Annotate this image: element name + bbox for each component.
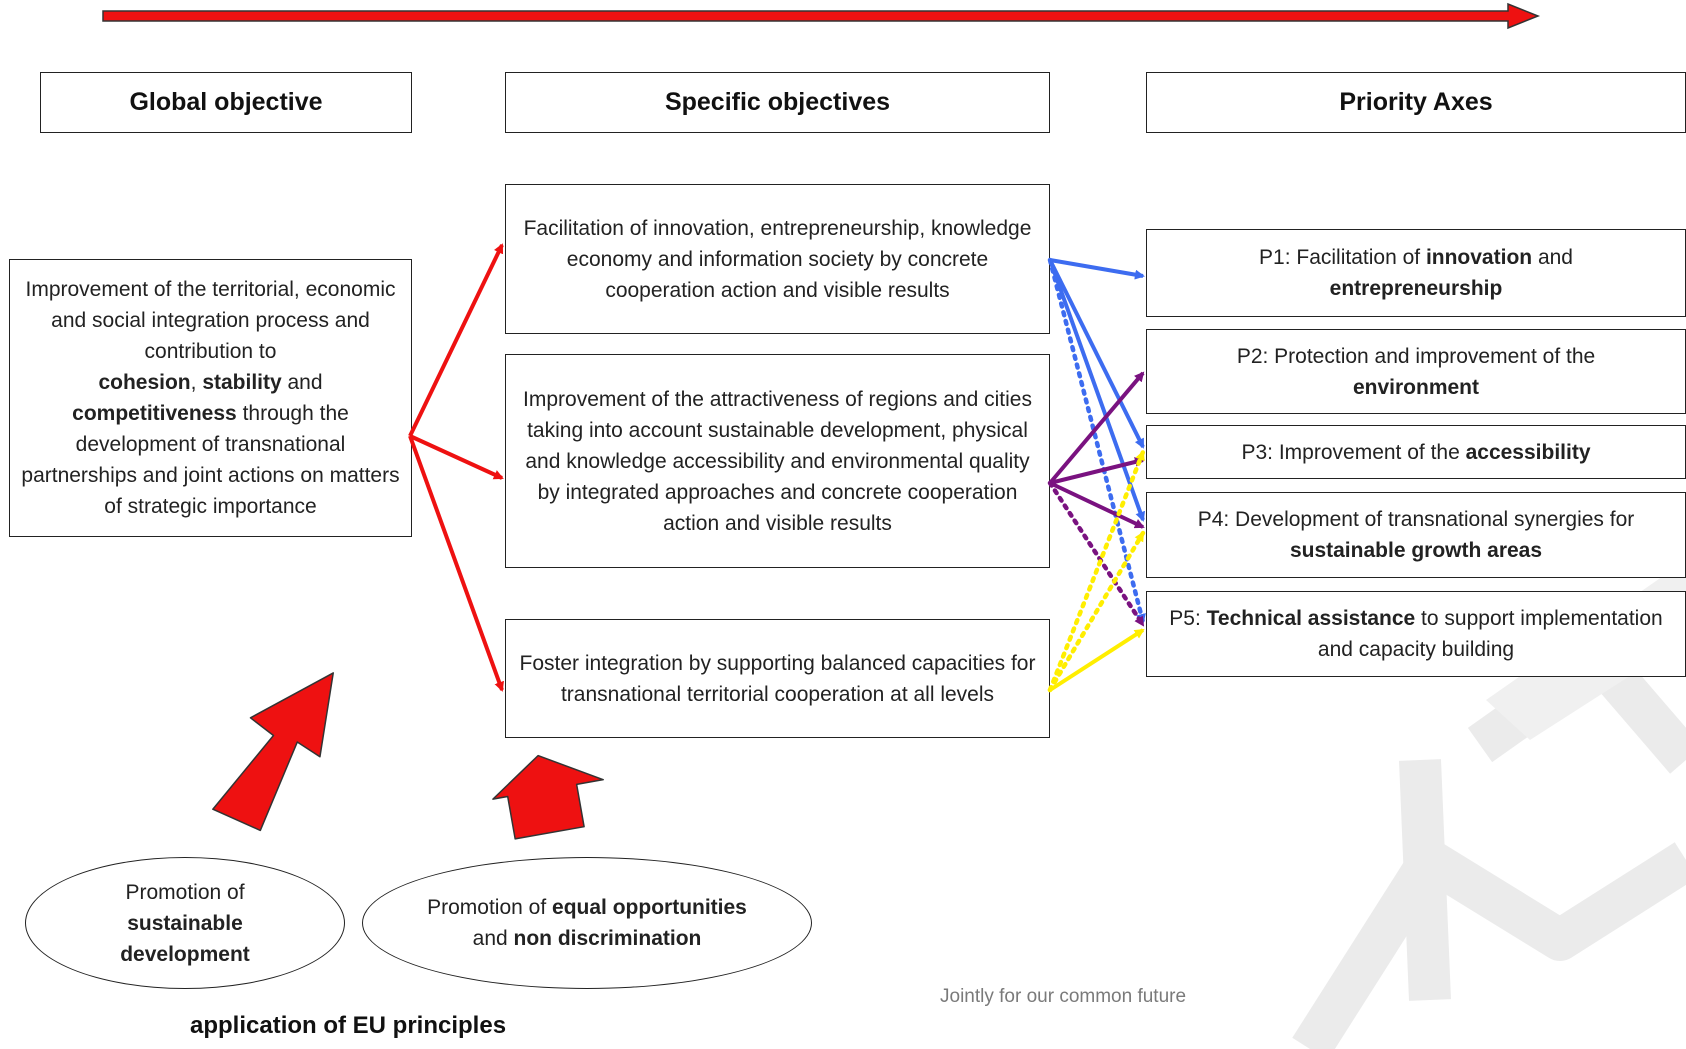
global-bold-stability: stability: [202, 371, 282, 394]
principle-equal-text: Promotion of equal opportunities and non…: [427, 892, 747, 954]
equal-mid: and: [472, 927, 514, 950]
header-global-objective: Global objective: [40, 72, 412, 133]
arrow-so3-to-p3-dotted: [1047, 449, 1146, 693]
p2-bold-environment: environment: [1352, 375, 1480, 399]
specific-objective-2-text: Improvement of the attractiveness of reg…: [523, 387, 1032, 535]
arrow-so1-to-p3: [1048, 259, 1145, 449]
p1-prefix: P1: Facilitation of: [1259, 246, 1426, 269]
sustainable-bold: sustainable development: [120, 911, 250, 966]
priority-axis-p4: P4: Development of transnational synergi…: [1146, 492, 1686, 578]
specific-objective-2: Improvement of the attractiveness of reg…: [505, 354, 1050, 568]
principle-equal-opportunities: Promotion of equal opportunities and non…: [362, 857, 812, 989]
p5-suffix: to support implementation and capacity b…: [1317, 607, 1663, 661]
header-specific-label: Specific objectives: [664, 88, 891, 116]
specific-objective-3: Foster integration by supporting balance…: [505, 619, 1050, 738]
arrow-global-to-so3: [408, 435, 504, 692]
p2-prefix: P2: Protection and improvement of the: [1236, 344, 1596, 368]
global-bold-cohesion: cohesion: [98, 371, 191, 394]
arrow-so2-to-p5-dotted: [1047, 480, 1146, 628]
priority-axis-p3: P3: Improvement of the accessibility: [1146, 425, 1686, 479]
priority-axis-p5: P5: Technical assistance to support impl…: [1146, 591, 1686, 677]
priority-axis-p3-text: P3: Improvement of the accessibility: [1241, 437, 1590, 468]
timeline-arrow: [102, 2, 1541, 30]
header-specific-objectives: Specific objectives: [505, 72, 1050, 133]
p1-bold-innovation: innovation: [1425, 246, 1533, 269]
global-sep1: ,: [190, 371, 203, 394]
principle-sustainable-text: Promotion of sustainable development: [100, 877, 270, 970]
block-arrow-sustainable: [212, 672, 334, 832]
p1-bold-entrepreneurship: entrepreneurship: [1329, 277, 1503, 300]
priority-axis-p1-text: P1: Facilitation of innovation and entre…: [1259, 242, 1573, 304]
priority-axis-p5-text: P5: Technical assistance to support impl…: [1157, 603, 1675, 665]
global-objective-box: Improvement of the territorial, economic…: [9, 259, 412, 537]
specific-objective-1-text: Facilitation of innovation, entrepreneur…: [523, 216, 1032, 302]
p5-prefix: P5:: [1169, 607, 1207, 630]
priority-axis-p4-text: P4: Development of transnational synergi…: [1157, 504, 1675, 566]
specific-objective-3-text: Foster integration by supporting balance…: [519, 651, 1036, 706]
arrow-global-to-so2: [409, 434, 504, 480]
p3-prefix: P3: Improvement of the: [1241, 440, 1466, 464]
arrow-so2-to-p3: [1049, 457, 1145, 485]
header-priority-label: Priority Axes: [1339, 88, 1493, 116]
global-text-part1: Improvement of the territorial, economic…: [25, 278, 396, 363]
block-arrow-equal: [492, 754, 604, 840]
equal-prefix: Promotion of: [427, 896, 553, 919]
p3-bold-accessibility: accessibility: [1465, 440, 1591, 464]
p5-bold-technical-assistance: Technical assistance: [1206, 607, 1416, 630]
header-priority-axes: Priority Axes: [1146, 72, 1686, 133]
principle-sustainable-development: Promotion of sustainable development: [25, 857, 345, 989]
sustainable-prefix: Promotion of: [125, 880, 245, 904]
arrow-global-to-so1: [408, 243, 504, 437]
global-text-part2: through the development of transnational…: [21, 402, 400, 518]
specific-objective-1: Facilitation of innovation, entrepreneur…: [505, 184, 1050, 334]
p4-bold-sustainable-growth: sustainable growth areas: [1289, 539, 1543, 562]
equal-bold-opportunities: equal opportunities: [552, 896, 747, 919]
arrow-so1-to-p1: [1049, 258, 1145, 280]
p1-mid: and: [1532, 246, 1573, 269]
arrow-so2-to-p4: [1049, 481, 1145, 529]
arrow-so1-to-p4: [1048, 259, 1146, 522]
global-sep2: and: [281, 371, 323, 394]
tagline-text: Jointly for our common future: [940, 986, 1187, 1007]
arrow-so3-to-p4-dotted: [1047, 530, 1146, 693]
equal-bold-non-discrimination: non discrimination: [513, 927, 702, 950]
global-objective-text: Improvement of the territorial, economic…: [20, 274, 401, 522]
p4-prefix: P4: Development of transnational synergi…: [1197, 508, 1635, 531]
eu-principles-label: application of EU principles: [190, 1012, 507, 1039]
arrow-so2-to-p2: [1048, 371, 1145, 485]
header-global-label: Global objective: [129, 88, 323, 116]
arrow-so3-to-p5: [1048, 628, 1145, 692]
global-bold-competitiveness: competitiveness: [72, 402, 237, 425]
arrow-so1-to-p5-dotted: [1047, 257, 1146, 625]
priority-axis-p2: P2: Protection and improvement of the en…: [1146, 329, 1686, 414]
priority-axis-p2-text: P2: Protection and improvement of the en…: [1237, 341, 1595, 403]
